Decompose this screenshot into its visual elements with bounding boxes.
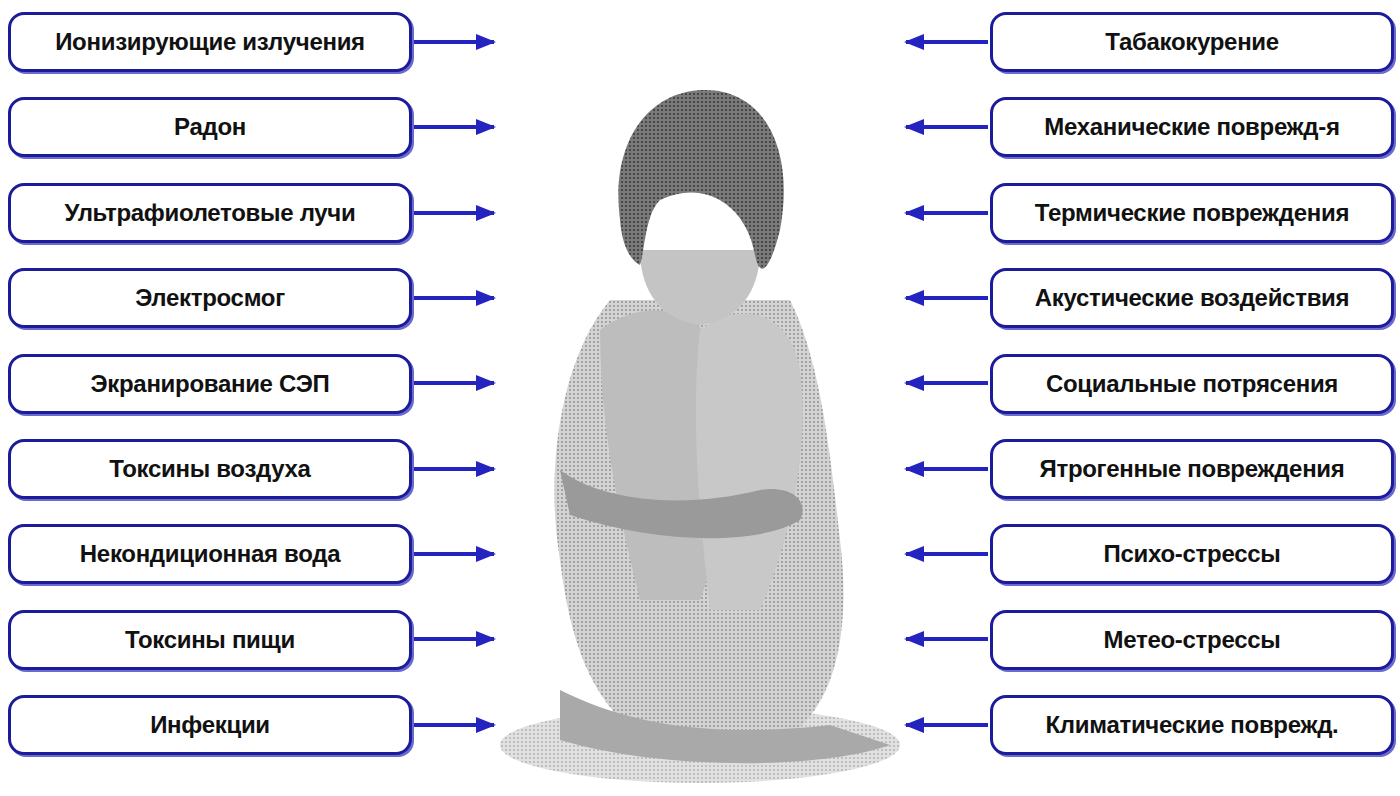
factor-label: Экранирование СЭП bbox=[91, 370, 330, 398]
factor-box: Табакокурение bbox=[990, 12, 1394, 72]
factor-label: Психо-стрессы bbox=[1104, 540, 1281, 568]
body bbox=[554, 300, 843, 735]
knee-right bbox=[696, 314, 803, 610]
left-arrows bbox=[412, 42, 494, 725]
factor-box: Некондиционная вода bbox=[8, 524, 412, 584]
factor-label: Социальные потрясения bbox=[1046, 370, 1338, 398]
factor-label: Некондиционная вода bbox=[80, 540, 340, 568]
factor-label: Токсины пищи bbox=[125, 626, 295, 654]
factor-label: Механические поврежд-я bbox=[1044, 113, 1339, 141]
arrow bbox=[906, 467, 988, 471]
factor-box: Радон bbox=[8, 97, 412, 157]
factor-label: Электросмог bbox=[135, 284, 285, 312]
factor-label: Акустические воздействия bbox=[1035, 284, 1350, 312]
arrow bbox=[412, 381, 494, 385]
arrow bbox=[412, 125, 494, 129]
hair bbox=[618, 90, 783, 269]
arrow bbox=[412, 467, 494, 471]
right-arrows bbox=[906, 42, 988, 725]
factor-label: Ультрафиолетовые лучи bbox=[65, 199, 356, 227]
arrow bbox=[906, 381, 988, 385]
factor-box: Социальные потрясения bbox=[990, 354, 1394, 414]
factor-box: Токсины пищи bbox=[8, 610, 412, 670]
arrow bbox=[412, 723, 494, 727]
arrow bbox=[412, 552, 494, 556]
arrow bbox=[906, 125, 988, 129]
factor-box: Метео-стрессы bbox=[990, 610, 1394, 670]
factor-box: Термические повреждения bbox=[990, 183, 1394, 243]
arms bbox=[560, 470, 803, 538]
factor-box: Ультрафиолетовые лучи bbox=[8, 183, 412, 243]
factor-label: Табакокурение bbox=[1105, 28, 1279, 56]
factor-box: Акустические воздействия bbox=[990, 268, 1394, 328]
factor-label: Метео-стрессы bbox=[1104, 626, 1281, 654]
arrow bbox=[412, 296, 494, 300]
factor-box: Экранирование СЭП bbox=[8, 354, 412, 414]
factor-box: Электросмог bbox=[8, 268, 412, 328]
factor-box: Ионизирующие излучения bbox=[8, 12, 412, 72]
feet bbox=[560, 690, 890, 763]
arrow bbox=[412, 637, 494, 641]
factor-box: Психо-стрессы bbox=[990, 524, 1394, 584]
factor-box: Токсины воздуха bbox=[8, 439, 412, 499]
factor-label: Ионизирующие излучения bbox=[55, 28, 365, 56]
factor-label: Ятрогенные повреждения bbox=[1039, 455, 1344, 483]
arrow bbox=[906, 40, 988, 44]
arrow bbox=[906, 211, 988, 215]
factor-label: Инфекции bbox=[150, 711, 270, 739]
factor-box: Инфекции bbox=[8, 695, 412, 755]
factor-box: Ятрогенные повреждения bbox=[990, 439, 1394, 499]
factor-label: Климатические поврежд. bbox=[1046, 711, 1339, 739]
arrow bbox=[412, 211, 494, 215]
child-figure bbox=[500, 90, 900, 783]
factor-box: Механические поврежд-я bbox=[990, 97, 1394, 157]
factor-label: Термические повреждения bbox=[1035, 199, 1349, 227]
factor-box: Климатические поврежд. bbox=[990, 695, 1394, 755]
arrow bbox=[412, 40, 494, 44]
factor-label: Радон bbox=[174, 113, 246, 141]
factor-label: Токсины воздуха bbox=[109, 455, 310, 483]
arrow bbox=[906, 637, 988, 641]
arrow bbox=[906, 723, 988, 727]
face bbox=[640, 250, 760, 325]
arrow bbox=[906, 296, 988, 300]
arrow bbox=[906, 552, 988, 556]
